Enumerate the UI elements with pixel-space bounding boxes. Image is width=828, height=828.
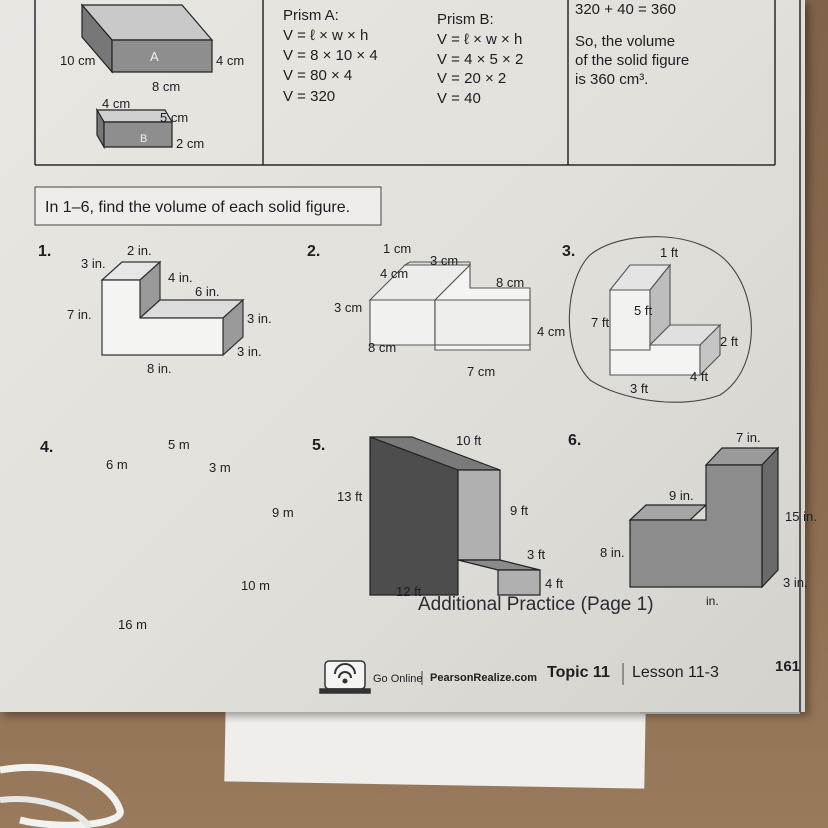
p2-label-3cm-top: 3 cm: [430, 253, 459, 268]
summary-line-3: is 360 cm³.: [575, 71, 649, 88]
figure-2-solid: [368, 261, 531, 351]
prism-b-line-4: V = 40: [437, 90, 481, 107]
prism-a-line-3: V = 80 × 4: [283, 67, 353, 84]
prism-b-title: Prism B:: [437, 11, 494, 28]
go-online-laptop-icon: [319, 660, 371, 694]
p2-label-8cm-top: 8 cm: [496, 275, 525, 290]
p2-label-8cm-bottom: 8 cm: [368, 340, 397, 355]
lesson-label: Lesson 11-3: [632, 664, 719, 681]
p1-label-7in: 7 in.: [67, 307, 92, 322]
p2-label-1cm: 1 cm: [383, 241, 412, 256]
figure-3-solid: [568, 236, 752, 403]
charging-cable: [0, 763, 124, 828]
example-table: [34, 0, 801, 712]
summary-sum: 320 + 40 = 360: [575, 1, 676, 18]
p1-label-6in: 6 in.: [195, 284, 220, 299]
p6-label-15in: 15 in.: [785, 509, 817, 524]
summary-line-2: of the solid figure: [575, 52, 690, 69]
prism-b-line-2: V = 4 × 5 × 2: [437, 51, 524, 68]
prism-a-line-4: V = 320: [283, 88, 336, 105]
instruction-box: [34, 186, 382, 226]
prism-b-label: B: [140, 133, 148, 145]
prism-b-line-3: V = 20 × 2: [437, 70, 507, 87]
p4-label-10m: 10 m: [241, 578, 270, 593]
p3-label-4ft: 4 ft: [690, 369, 709, 384]
prism-a-title: Prism A:: [283, 7, 339, 24]
p4-label-6m: 6 m: [106, 457, 128, 472]
p2-label-3cm-left: 3 cm: [334, 300, 363, 315]
p2-label-7cm: 7 cm: [467, 364, 496, 379]
p3-label-5ft: 5 ft: [634, 303, 653, 318]
figure-5-solid: [369, 436, 541, 596]
p5-label-9ft: 9 ft: [510, 503, 529, 518]
problem-6-number: 6.: [568, 432, 582, 449]
prism-b-figure: [95, 107, 174, 150]
p5-label-4ft: 4 ft: [545, 576, 564, 591]
instructions: In 1–6, find the volume of each solid fi…: [45, 199, 351, 216]
p1-label-4in: 4 in.: [168, 270, 193, 285]
dim-4cm-a: 4 cm: [216, 53, 245, 68]
p1-label-2in: 2 in.: [127, 243, 152, 258]
p1-label-3in-top: 3 in.: [81, 256, 106, 271]
go-online-label: Go Online: [373, 673, 423, 685]
additional-practice-title: Additional Practice (Page 1): [418, 594, 654, 615]
problem-1-number: 1.: [38, 243, 52, 260]
dim-2cm: 2 cm: [176, 136, 205, 151]
prism-a-figure: [80, 3, 214, 74]
dim-10cm: 10 cm: [60, 53, 96, 68]
p1-label-3in-mid: 3 in.: [247, 311, 272, 326]
p5-label-12ft: 12 ft: [396, 584, 422, 599]
p1-label-3in-bottom: 3 in.: [237, 344, 262, 359]
p4-label-3m: 3 m: [209, 460, 231, 475]
p2-label-4cm-right: 4 cm: [537, 324, 566, 339]
topic-label: Topic 11: [547, 664, 610, 681]
summary-line-1: So, the volume: [575, 33, 676, 50]
p3-label-2ft: 2 ft: [720, 334, 739, 349]
p5-label-10ft: 10 ft: [456, 433, 482, 448]
p3-label-3ft: 3 ft: [630, 381, 649, 396]
dim-4cm-b: 4 cm: [102, 96, 131, 111]
p6-label-9in: 9 in.: [669, 488, 694, 503]
p6-label-in: in.: [706, 594, 719, 608]
page-number: 161: [775, 658, 801, 675]
p6-label-3in: 3 in.: [783, 575, 808, 590]
p3-label-7ft: 7 ft: [591, 315, 610, 330]
prism-a-line-2: V = 8 × 10 × 4: [283, 47, 378, 64]
dim-5cm: 5 cm: [160, 110, 189, 125]
prism-a-label: A: [150, 49, 159, 64]
p6-label-7in: 7 in.: [736, 430, 761, 445]
problem-3-number: 3.: [562, 243, 576, 260]
p6-label-8in: 8 in.: [600, 545, 625, 560]
p4-label-5m: 5 m: [168, 437, 190, 452]
p3-label-1ft: 1 ft: [660, 245, 679, 260]
problem-5-number: 5.: [312, 437, 326, 454]
figure-1-solid: [100, 260, 245, 357]
p1-label-8in: 8 in.: [147, 361, 172, 376]
p4-label-9m: 9 m: [272, 505, 294, 520]
p5-label-13ft: 13 ft: [337, 489, 363, 504]
dim-8cm: 8 cm: [152, 79, 181, 94]
problem-4-number: 4.: [40, 439, 54, 456]
pearson-realize-link[interactable]: PearsonRealize.com: [430, 672, 537, 684]
problem-2-number: 2.: [307, 243, 321, 260]
p2-label-4cm-top: 4 cm: [380, 266, 409, 281]
figure-6-solid: [628, 446, 780, 589]
prism-b-line-1: V = ℓ × w × h: [437, 31, 523, 48]
prism-a-line-1: V = ℓ × w × h: [283, 27, 369, 44]
p5-label-3ft: 3 ft: [527, 547, 546, 562]
p4-label-16m: 16 m: [118, 617, 147, 632]
